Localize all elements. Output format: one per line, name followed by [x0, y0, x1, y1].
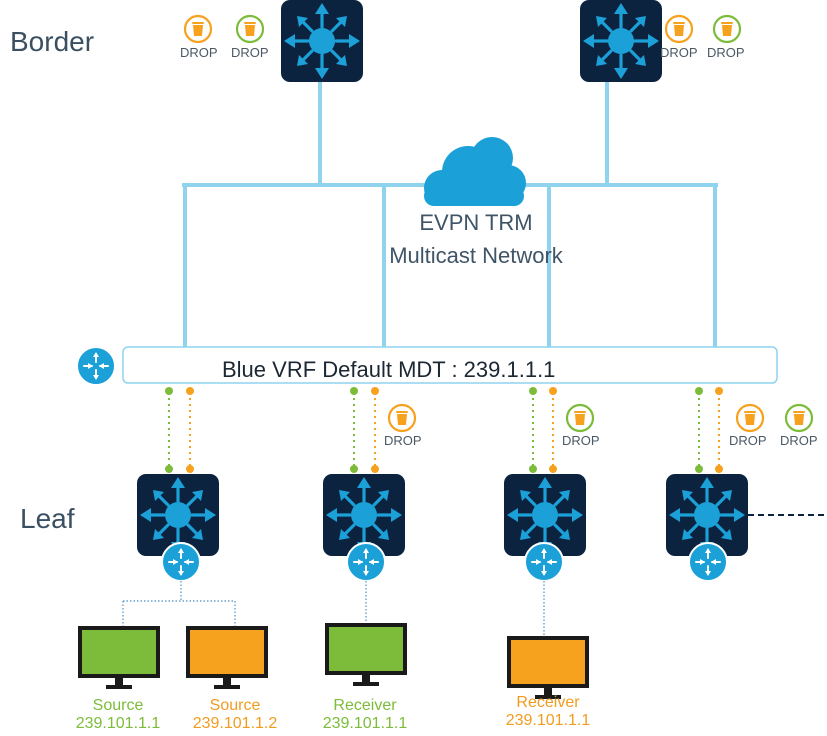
host-role: Receiver [516, 694, 580, 711]
tier-label-border: Border [10, 26, 95, 57]
drop-label: DROP [660, 45, 698, 60]
vrf-router-icon [76, 346, 116, 386]
drop-label: DROP [384, 433, 422, 448]
drop-orange-icon [664, 14, 694, 44]
drop-green-icon [235, 14, 265, 44]
host-3-monitor-icon [325, 623, 407, 686]
drop-label: DROP [562, 433, 600, 448]
host-group: 239.101.1.1 [75, 715, 161, 733]
drop-orange-icon [183, 14, 213, 44]
host-2-label: Source 239.101.1.2 [175, 697, 295, 734]
host-2-monitor-icon [186, 626, 268, 689]
host-3-label: Receiver 239.101.1.1 [305, 697, 425, 734]
cloud-subtitle: Multicast Network [389, 243, 563, 268]
host-group: 239.101.1.2 [192, 715, 278, 733]
drop-green-icon [712, 14, 742, 44]
vrf-bar [122, 346, 778, 384]
host-4-label: Receiver 239.101.1.1 [488, 694, 608, 731]
drop-green-icon [565, 403, 595, 433]
drop-label: DROP [780, 433, 818, 448]
drop-orange-icon [387, 403, 417, 433]
mdt-endpoints [165, 387, 723, 473]
host-role: Source [92, 697, 144, 714]
leaf-router-2-icon [346, 542, 386, 582]
host-4-monitor-icon [507, 636, 589, 699]
drop-orange-icon [735, 403, 765, 433]
host-group: 239.101.1.1 [505, 712, 591, 730]
tier-label-leaf: Leaf [20, 503, 75, 534]
drop-label: DROP [707, 45, 745, 60]
leaf-router-3-icon [524, 542, 564, 582]
host-1-monitor-icon [78, 626, 160, 689]
host-group: 239.101.1.1 [322, 715, 408, 733]
host-1-label: Source 239.101.1.1 [58, 697, 178, 734]
drop-label: DROP [729, 433, 767, 448]
drop-label: DROP [180, 45, 218, 60]
drop-green-icon [784, 403, 814, 433]
vrf-bar-label: Blue VRF Default MDT : 239.1.1.1 [222, 357, 556, 382]
leaf-router-1-icon [161, 542, 201, 582]
host-role: Source [209, 697, 261, 714]
cloud-title: EVPN TRM [419, 210, 533, 235]
leaf-router-4-icon [688, 542, 728, 582]
border-switch-right-icon [578, 0, 664, 84]
border-switch-left-icon [279, 0, 365, 84]
host-role: Receiver [333, 697, 397, 714]
drop-label: DROP [231, 45, 269, 60]
cloud-icon [424, 137, 526, 206]
host-links [122, 581, 545, 684]
mdt-paths [168, 392, 720, 468]
